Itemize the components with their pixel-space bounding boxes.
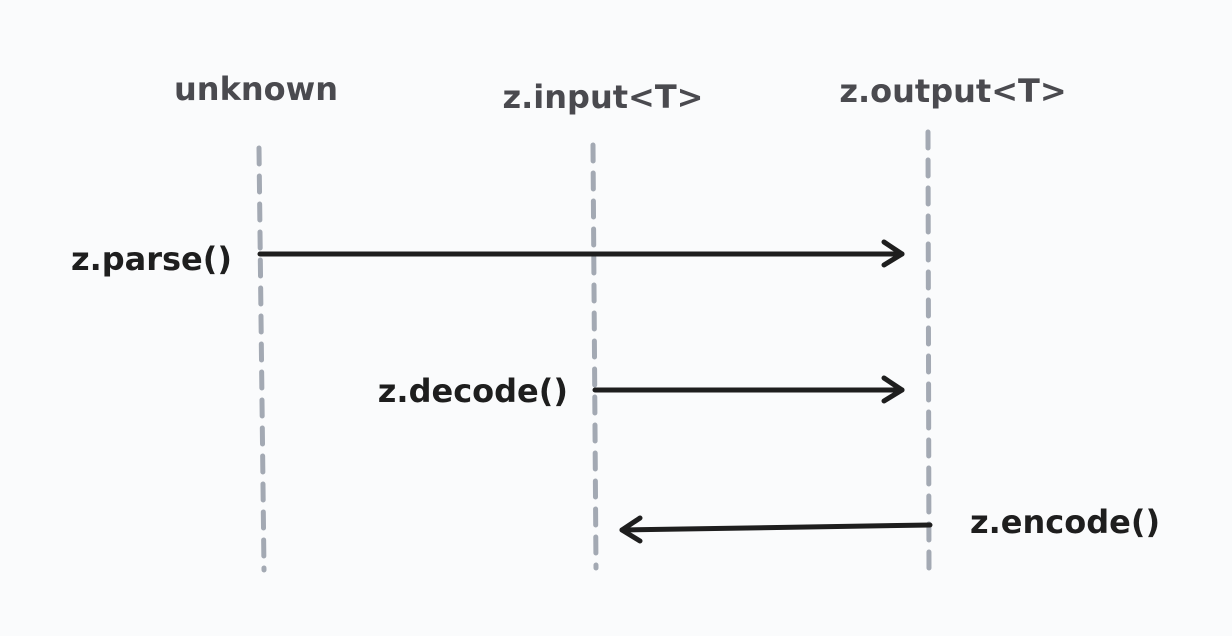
- column-label-unknown: unknown: [174, 70, 338, 108]
- parse-arrow: [257, 239, 905, 268]
- decode-call-label: z.decode(): [378, 372, 568, 410]
- parse-call-label: z.parse(): [71, 240, 232, 278]
- lifeline-output: [925, 129, 932, 575]
- decode-arrow: [592, 375, 905, 404]
- column-label-input: z.input<T>: [503, 78, 704, 116]
- encode-call-label: z.encode(): [970, 503, 1160, 541]
- lifeline-input: [590, 142, 599, 571]
- lifeline-unknown: [256, 145, 267, 573]
- column-label-output: z.output<T>: [839, 72, 1066, 110]
- encode-arrow: [619, 515, 933, 544]
